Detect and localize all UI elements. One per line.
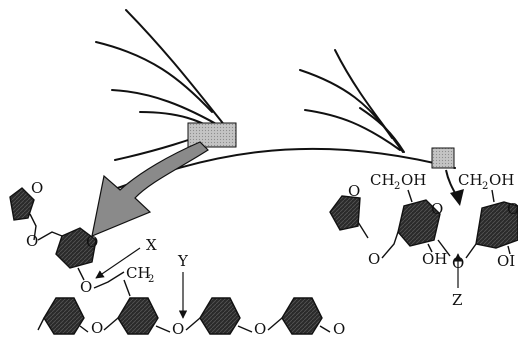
ch2oh-1-sub: 2 bbox=[394, 181, 400, 192]
bottom-bond-6 bbox=[267, 317, 283, 331]
bottom-ring-4 bbox=[281, 297, 323, 335]
ring-2 bbox=[55, 227, 97, 269]
bottom-bond-7 bbox=[319, 325, 331, 333]
bottom-link-o-y: O bbox=[172, 320, 184, 335]
right-bond-2 bbox=[381, 231, 399, 259]
right-bond-6 bbox=[465, 243, 477, 259]
arrow-x bbox=[95, 247, 141, 279]
ring-1-o: O bbox=[31, 179, 43, 197]
bottom-ring-2 bbox=[117, 297, 159, 335]
bottom-bond-2 bbox=[103, 317, 119, 331]
right-ring-1-o: O bbox=[348, 182, 360, 200]
bond-1 bbox=[29, 213, 37, 241]
bottom-link-o-1: O bbox=[91, 319, 103, 335]
oh-1: OH bbox=[422, 250, 447, 268]
ch2oh-2-sub: 2 bbox=[482, 181, 488, 192]
bottom-chain: O O Y O O bbox=[37, 252, 345, 338]
bottom-bond-3 bbox=[155, 325, 171, 333]
branch-point-highlight bbox=[187, 122, 237, 148]
right-bond-1 bbox=[357, 221, 369, 239]
ring-1 bbox=[9, 187, 35, 221]
right-branch-2 bbox=[304, 109, 401, 151]
right-ring-1 bbox=[329, 195, 361, 231]
ch2-label: CH bbox=[126, 264, 151, 282]
bond-4 bbox=[93, 271, 125, 289]
label-x: X bbox=[146, 236, 157, 254]
label-y: Y bbox=[177, 252, 189, 270]
bottom-bond-4 bbox=[185, 317, 201, 331]
right-branch-main bbox=[334, 49, 404, 153]
bottom-ring-1 bbox=[43, 297, 85, 335]
chain-detail: O O CH 2 OH O OH O Z CH 2 OH O OI bbox=[329, 171, 518, 309]
bottom-bond-1 bbox=[79, 325, 89, 333]
ch2oh-2: CH bbox=[458, 171, 483, 189]
right-ring-3-o: O bbox=[507, 200, 518, 218]
bond-5 bbox=[123, 279, 131, 297]
right-bond-5 bbox=[437, 239, 451, 257]
link-o-1: O bbox=[26, 232, 38, 250]
ch2-subscript: 2 bbox=[148, 274, 154, 285]
right-bond-4 bbox=[427, 243, 433, 253]
bond-3 bbox=[77, 267, 85, 281]
left-branch-main bbox=[125, 9, 231, 133]
right-bond-8 bbox=[507, 245, 511, 255]
right-link-o-1: O bbox=[368, 250, 380, 268]
ch2oh-2-oh: OH bbox=[489, 171, 514, 189]
right-ring-3 bbox=[475, 201, 518, 249]
bottom-link-o-3: O bbox=[254, 320, 266, 335]
ch2oh-1: CH bbox=[370, 171, 395, 189]
chain-end-highlight bbox=[431, 147, 455, 169]
bottom-bond-5 bbox=[237, 325, 253, 333]
bond-2 bbox=[37, 231, 63, 241]
right-branch-3 bbox=[359, 107, 405, 153]
ring-2-o: O bbox=[86, 233, 98, 251]
right-bond-3 bbox=[407, 189, 413, 203]
oh-2: OI bbox=[497, 252, 515, 270]
bottom-bond-0 bbox=[37, 317, 45, 331]
label-z: Z bbox=[452, 291, 462, 309]
ch2oh-1-oh: OH bbox=[401, 171, 426, 189]
left-branch-1 bbox=[95, 41, 213, 113]
right-ring-2-o: O bbox=[431, 200, 443, 218]
right-bond-7 bbox=[491, 189, 495, 203]
zoom-arrow-right-head bbox=[450, 189, 464, 206]
right-branch-1 bbox=[299, 69, 393, 139]
link-o-x: O bbox=[80, 278, 92, 296]
branch-detail: O O O O CH 2 X bbox=[9, 179, 157, 297]
branched-polymer-overview bbox=[95, 9, 456, 191]
right-ring-2 bbox=[397, 199, 441, 247]
bottom-link-o-4: O bbox=[333, 320, 345, 335]
zoom-arrow-left bbox=[91, 141, 209, 237]
bottom-ring-3 bbox=[199, 297, 241, 335]
